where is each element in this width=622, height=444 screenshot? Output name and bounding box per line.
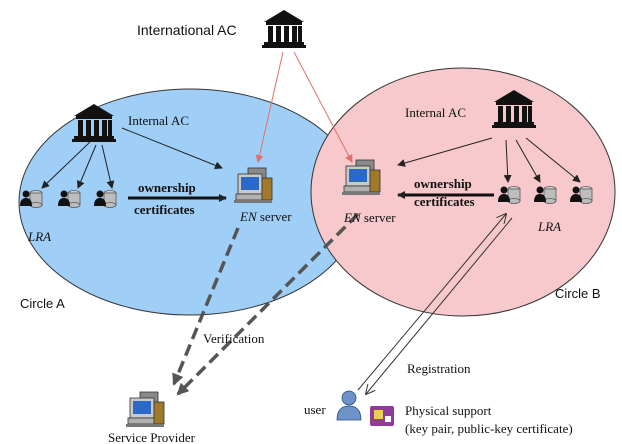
registration-label: Registration	[407, 361, 471, 376]
database-user-icon	[569, 186, 593, 204]
international-ac-label: International AC	[137, 22, 237, 38]
red-arrow-to-en-b	[293, 51, 353, 163]
arrow-ac-a-to-lra-1	[41, 141, 91, 189]
en-server-b-text: server	[360, 210, 396, 225]
ownership-a-label: ownership	[138, 180, 196, 195]
dashed-arrow-en-a-to-sp	[172, 227, 240, 386]
arrow-ac-b-to-lra-3	[525, 137, 581, 183]
lra-b-label: LRA	[538, 219, 562, 234]
circle-b	[310, 67, 616, 317]
en-server-a-italic: EN	[240, 209, 257, 224]
arrow-ac-b-to-lra-1	[503, 139, 512, 183]
arrow-ac-b-to-en	[397, 137, 493, 167]
physical-support-detail-label: (key pair, public-key certificate)	[405, 421, 573, 436]
red-arrow-to-en-a	[255, 51, 284, 163]
physical-support-label: Physical support	[405, 403, 492, 418]
circle-a-label: Circle A	[20, 296, 65, 311]
arrow-ac-b-to-lra-2	[515, 139, 541, 183]
en-server-a-text: server	[256, 209, 292, 224]
lra-a-label: LRA	[28, 229, 52, 244]
user-label: user	[304, 402, 326, 417]
database-user-icon	[57, 190, 81, 208]
database-user-icon	[497, 186, 521, 204]
service-provider-label: Service Provider	[108, 430, 196, 444]
dashed-arrow-en-b-to-sp	[176, 212, 360, 396]
smartcard-icon	[370, 406, 394, 426]
internal-ac-a-label: Internal AC	[128, 113, 190, 128]
registration-arrow-up	[357, 214, 506, 391]
server-computer-icon	[125, 391, 165, 428]
bank-icon	[262, 10, 306, 48]
certificates-a-label: certificates	[134, 202, 195, 217]
en-server-b-italic: EN	[344, 210, 361, 225]
en-server-b-label: EN server	[344, 210, 396, 226]
database-user-icon	[19, 190, 43, 208]
circle-b-label: Circle B	[555, 286, 601, 301]
verification-label: Verification	[203, 331, 265, 346]
database-user-icon	[93, 190, 117, 208]
ownership-b-label: ownership	[414, 176, 472, 191]
certificates-b-label: certificates	[414, 194, 475, 209]
en-server-a-label: EN server	[240, 209, 292, 225]
arrow-ac-a-to-lra-3	[101, 144, 115, 189]
registration-arrow-down	[366, 217, 513, 394]
user-icon	[336, 390, 362, 421]
internal-ac-b-label: Internal AC	[405, 105, 467, 120]
arrow-ac-a-to-en	[121, 127, 223, 170]
database-user-icon	[533, 186, 557, 204]
arrow-ac-a-to-lra-2	[77, 144, 97, 189]
